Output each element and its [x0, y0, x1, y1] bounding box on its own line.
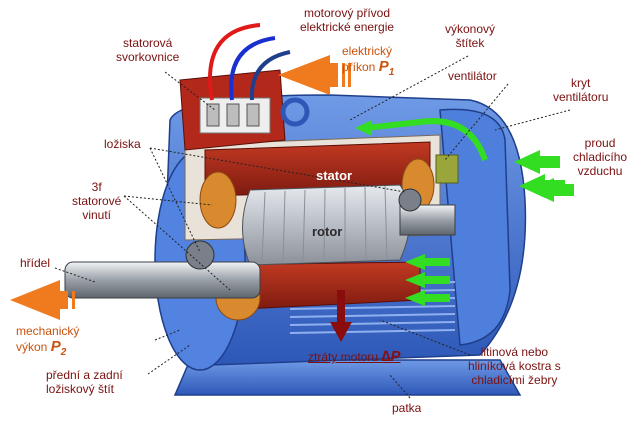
nameplate-label-line1: výkonový	[445, 22, 496, 36]
cooling-air-label-line2: chladicího	[573, 150, 628, 164]
input-power-label: elektrický příkon P1	[342, 44, 394, 80]
cooling-air-label-line3: vzduchu	[577, 164, 623, 178]
terminal-box-label-line1: statorová	[123, 36, 173, 50]
winding-label: 3f statorové vinutí	[72, 180, 121, 222]
input-power-line1: elektrický	[342, 44, 393, 58]
rotor-slots	[261, 185, 388, 263]
winding-label-line2: statorové	[72, 194, 122, 208]
losses-label: ztráty motoru ∆P	[308, 348, 401, 365]
cooling-air-arrows	[514, 150, 574, 202]
output-power-label: mechanický výkon P2	[16, 324, 79, 360]
rotor-text: rotor	[312, 224, 343, 239]
fan-cover-label: kryt ventilátoru	[553, 76, 608, 104]
fan-cover-label-line2: ventilátoru	[553, 90, 609, 104]
airflow-head	[355, 120, 372, 136]
frame-label-line2: hliníková kostra s	[468, 359, 561, 373]
frame-label-line1: litinová nebo	[480, 345, 549, 359]
input-power-line2: příkon	[342, 60, 376, 74]
fan-cover-label-line1: kryt	[571, 76, 591, 90]
fan-label: ventilátor	[448, 69, 497, 83]
input-power-arrow	[278, 55, 351, 95]
losses-text: ztráty motoru	[308, 350, 379, 364]
terminal-box-label: statorová svorkovnice	[116, 36, 179, 64]
cooling-air-label: proud chladicího vzduchu	[573, 136, 627, 178]
frame-airflow-arrows	[405, 254, 450, 306]
output-power-line2: výkon	[16, 340, 48, 354]
output-power-symbol: P	[50, 338, 61, 355]
output-power-arrow	[10, 280, 75, 320]
end-shields-label: přední a zadní ložiskový štít	[46, 368, 123, 396]
supply-label: motorový přívod elektrické energie	[300, 6, 394, 34]
foot-label: patka	[392, 401, 422, 415]
supply-label-line2: elektrické energie	[300, 20, 395, 34]
winding-label-line3: vinutí	[82, 208, 112, 222]
input-power-symbol: P	[378, 58, 389, 75]
output-power-line1: mechanický	[16, 324, 80, 338]
nameplate-label: výkonový štítek	[445, 22, 495, 50]
supply-cables	[208, 23, 291, 101]
end-shields-label-line2: ložiskový štít	[46, 382, 115, 396]
nameplate-label-line2: štítek	[455, 36, 485, 50]
terminals	[206, 103, 260, 127]
shaft-label: hřídel	[20, 256, 51, 270]
fan	[435, 154, 459, 184]
winding-label-line1: 3f	[91, 180, 102, 194]
frame-label-line3: chladicími žebry	[471, 373, 558, 387]
motor-foot	[173, 359, 522, 396]
bearings-label: ložiska	[104, 137, 141, 151]
input-power-subscript: 1	[388, 67, 395, 78]
leader-lines	[54, 55, 571, 399]
cooling-air-label-line1: proud	[584, 136, 616, 150]
terminal-box-label-line2: svorkovnice	[116, 50, 180, 64]
end-shields-label-line1: přední a zadní	[46, 368, 123, 382]
losses-symbol: ∆P	[381, 348, 401, 365]
airflow-path	[364, 118, 488, 162]
rear-bearing	[398, 188, 422, 212]
lifting-eye	[280, 97, 310, 127]
stator-text: stator	[316, 168, 353, 183]
shaft	[64, 261, 261, 299]
losses-arrow	[330, 290, 352, 342]
supply-label-line1: motorový přívod	[304, 6, 391, 20]
front-bearing	[185, 240, 215, 270]
output-power-subscript: 2	[60, 347, 67, 358]
frame-label: litinová nebo hliníková kostra s chladic…	[468, 345, 561, 387]
